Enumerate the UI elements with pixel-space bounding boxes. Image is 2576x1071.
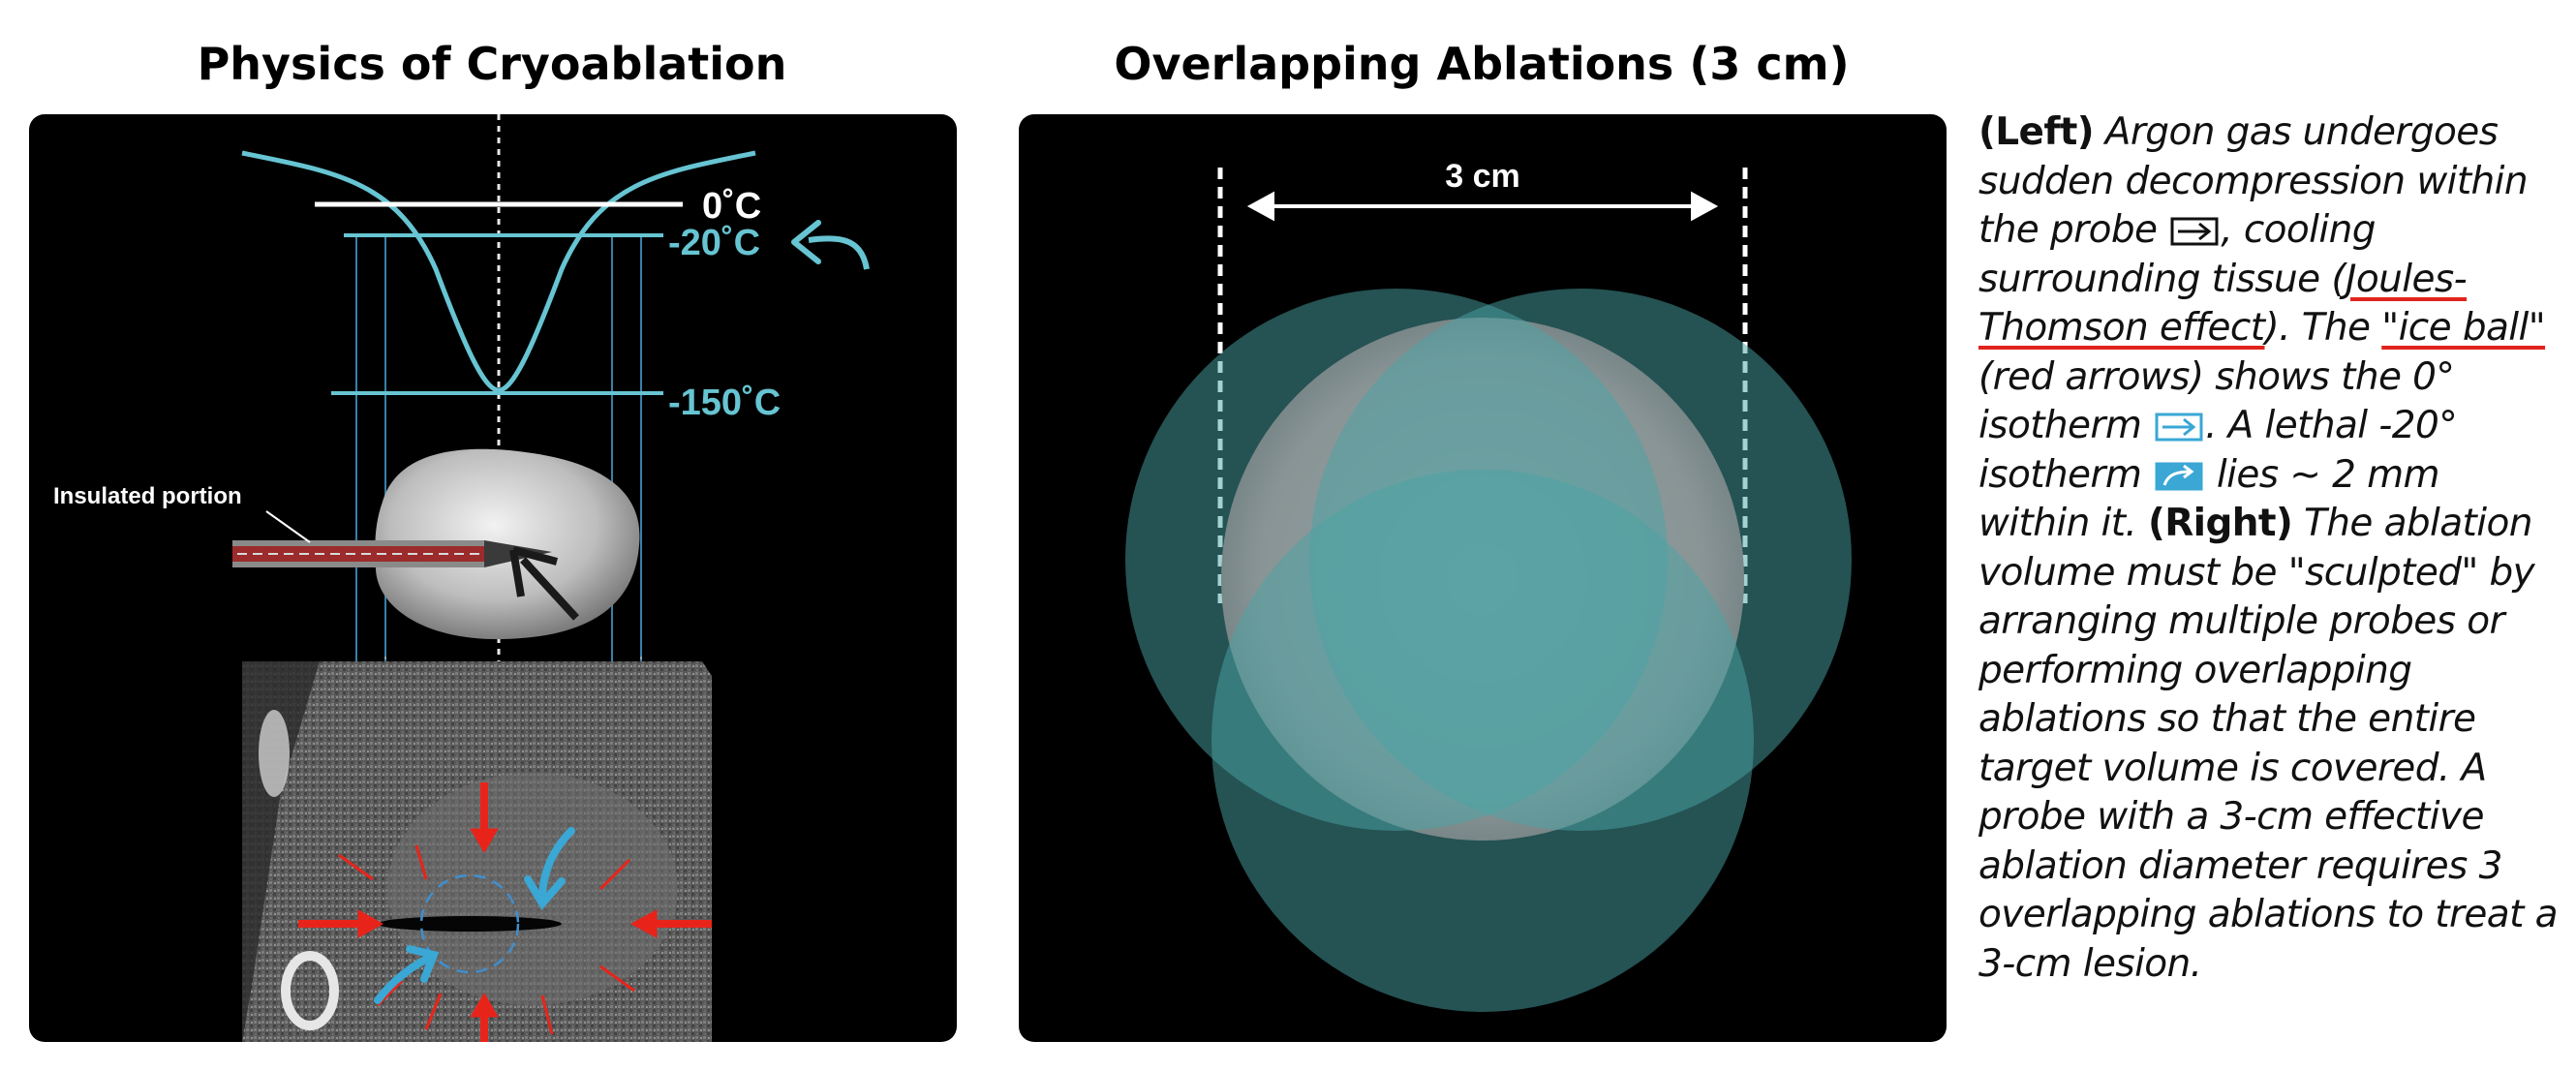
blue-curved-arrow-icon [2155, 462, 2203, 490]
overlapping-ablations-figure: 3 cm [1019, 114, 1947, 1042]
temp-label-150: -150˚C [668, 382, 781, 423]
right-panel-title: Overlapping Ablations (3 cm) [1114, 38, 1850, 90]
blue-curved-arrow-icon [374, 827, 575, 1004]
probe-label: Insulated portion [53, 483, 242, 509]
caption-right-tag: (Right) [2148, 502, 2293, 545]
dimension-arrow [1246, 191, 1719, 222]
ct-scan-image [242, 661, 712, 1042]
cryoablation-physics-figure: 0˚C -20˚C -150˚C Insulated portion [29, 114, 957, 1042]
left-panel-title: Physics of Cryoablation [197, 38, 787, 90]
temp-label-20: -20˚C [668, 223, 760, 263]
black-arrow-icon [509, 546, 579, 621]
ablation-zone-3 [1211, 470, 1754, 1012]
caption-left-tag: (Left) [1978, 110, 2095, 154]
blue-arrow-icon [2155, 413, 2203, 442]
temp-label-0: 0˚C [702, 186, 761, 227]
figure-caption: (Left) Argon gas undergoes sudden decomp… [1978, 110, 2558, 986]
curved-arrow-icon [808, 235, 870, 270]
black-arrow-icon [2170, 217, 2219, 246]
ice-ball [375, 448, 640, 640]
dimension-label: 3 cm [1445, 158, 1520, 195]
temperature-curve [241, 150, 756, 393]
